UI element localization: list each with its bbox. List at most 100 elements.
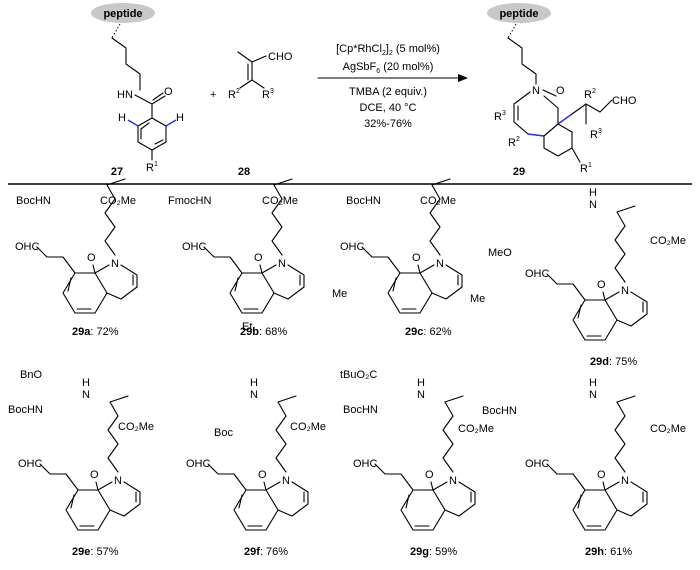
enal-r2: R2 bbox=[228, 88, 240, 101]
compound-id: 29g bbox=[410, 546, 429, 558]
yield-label: 29b: 68% bbox=[240, 326, 287, 338]
yield-colon: : bbox=[423, 326, 429, 338]
yield-colon: : bbox=[260, 546, 266, 558]
carbonyl-o-label: O bbox=[412, 252, 421, 264]
yield-value: 76% bbox=[266, 546, 288, 558]
product-r2-side: R2 bbox=[584, 88, 596, 101]
condition-acid: TMBA (2 equiv.) bbox=[349, 86, 427, 98]
boc-label: BocHN bbox=[8, 404, 43, 416]
compound-id: 29f bbox=[244, 546, 260, 558]
ester-label: CO₂Me bbox=[100, 195, 136, 207]
aldehyde-label: OHC bbox=[186, 458, 211, 470]
substituent-label: Me bbox=[470, 293, 485, 305]
condition-catalyst: [Cp*RhCl2]2 (5 mol%) bbox=[336, 43, 440, 57]
boc-label: Boc bbox=[214, 427, 233, 439]
yield-label: 29c: 62% bbox=[405, 326, 452, 338]
compound-27-id: 27 bbox=[111, 166, 123, 178]
boc-label: BocHN bbox=[343, 404, 378, 416]
amide-h-label: H bbox=[589, 187, 597, 199]
amide-n-label: N bbox=[417, 389, 425, 401]
ring-n-label: N bbox=[111, 258, 119, 270]
yield-colon: : bbox=[609, 356, 615, 368]
compound-id: 29d bbox=[590, 356, 609, 368]
carbonyl-o-label: O bbox=[87, 252, 96, 264]
yield-label: 29h: 61% bbox=[585, 546, 632, 558]
compound-28-id: 28 bbox=[238, 166, 250, 178]
amide-n-label: N bbox=[250, 389, 258, 401]
boc-label: BocHN bbox=[482, 405, 517, 417]
amide-o-label: O bbox=[164, 86, 173, 98]
amide-h-label: H bbox=[82, 377, 90, 389]
aldehyde-label: OHC bbox=[525, 268, 550, 280]
aldehyde-label: OHC bbox=[353, 458, 378, 470]
carbonyl-o-label: O bbox=[254, 252, 263, 264]
nterm-label: MeO bbox=[488, 247, 512, 259]
substituent-label: Et bbox=[242, 321, 252, 333]
amide-n-label: N bbox=[589, 389, 597, 401]
ester-label: CO₂Me bbox=[650, 423, 686, 435]
carbonyl-o-label: O bbox=[258, 469, 267, 481]
ring-n-label: N bbox=[278, 258, 286, 270]
ortho-h-right: H bbox=[176, 112, 184, 124]
compound-29a: N O OHC CO₂Me BocHN 29a: 72% bbox=[15, 178, 138, 338]
amide-n-label: N bbox=[589, 199, 597, 211]
ring-n-label: N bbox=[449, 475, 457, 487]
condition-solvent: DCE, 40 °C bbox=[360, 102, 417, 114]
compound-id: 29h bbox=[585, 546, 604, 558]
amide-h-label: H bbox=[417, 377, 425, 389]
product-r2: R2 bbox=[508, 136, 520, 149]
product-r1: R1 bbox=[580, 162, 592, 175]
compound-id: 29c bbox=[405, 326, 423, 338]
yield-value: 61% bbox=[610, 546, 632, 558]
carbonyl-o-label: O bbox=[597, 469, 606, 481]
condition-additive: AgSbF6 (20 mol%) bbox=[343, 61, 434, 75]
compound-29: peptide N O R3 R2 R2 CHO R3 R1 29 bbox=[487, 3, 637, 178]
yield-value: 62% bbox=[429, 326, 451, 338]
yield-colon: : bbox=[429, 546, 435, 558]
aldehyde-label: OHC bbox=[182, 241, 207, 253]
yield-label: 29g: 59% bbox=[410, 546, 457, 558]
nterm-label: BocHN bbox=[16, 195, 51, 207]
ester-label: CO₂Me bbox=[118, 421, 154, 433]
enal-r3: R3 bbox=[262, 88, 274, 101]
enal-cho-label: CHO bbox=[268, 51, 293, 63]
compound-id: 29a bbox=[72, 326, 91, 338]
yield-label: 29a: 72% bbox=[72, 326, 119, 338]
product-o-label: O bbox=[556, 85, 565, 97]
nterm-label: FmocHN bbox=[168, 195, 211, 207]
amide-h-label: H bbox=[589, 377, 597, 389]
compound-29-id: 29 bbox=[513, 166, 525, 178]
yield-value: 57% bbox=[96, 546, 118, 558]
nterm-label: tBuO₂C bbox=[340, 369, 377, 381]
compound-27: peptide HN O H H R1 27 bbox=[91, 3, 184, 178]
yield-label: 29d: 75% bbox=[590, 356, 637, 368]
compound-id: 29b bbox=[240, 326, 259, 338]
aldehyde-label: OHC bbox=[15, 241, 40, 253]
yield-colon: : bbox=[604, 546, 610, 558]
peptide-tag bbox=[91, 3, 155, 23]
yield-value: 59% bbox=[435, 546, 457, 558]
amide-n-label: N bbox=[82, 389, 90, 401]
yield-colon: : bbox=[259, 326, 265, 338]
aldehyde-label: OHC bbox=[525, 458, 550, 470]
arrow-head bbox=[458, 74, 468, 82]
ester-label: CO₂Me bbox=[650, 235, 686, 247]
ester-label: CO₂Me bbox=[458, 423, 494, 435]
ring-n-label: N bbox=[621, 475, 629, 487]
nterm-label: BocHN bbox=[346, 195, 381, 207]
ring-n-label: N bbox=[621, 285, 629, 297]
compound-id: 29e bbox=[72, 546, 90, 558]
nterm-label: BnO bbox=[20, 369, 42, 381]
carbonyl-o-label: O bbox=[597, 279, 606, 291]
product-r3: R3 bbox=[494, 110, 506, 123]
peptide-tag-product-label: peptide bbox=[499, 8, 538, 20]
product-n-label: N bbox=[532, 85, 540, 97]
carbonyl-o-label: O bbox=[425, 469, 434, 481]
r1-label: R1 bbox=[146, 161, 158, 174]
